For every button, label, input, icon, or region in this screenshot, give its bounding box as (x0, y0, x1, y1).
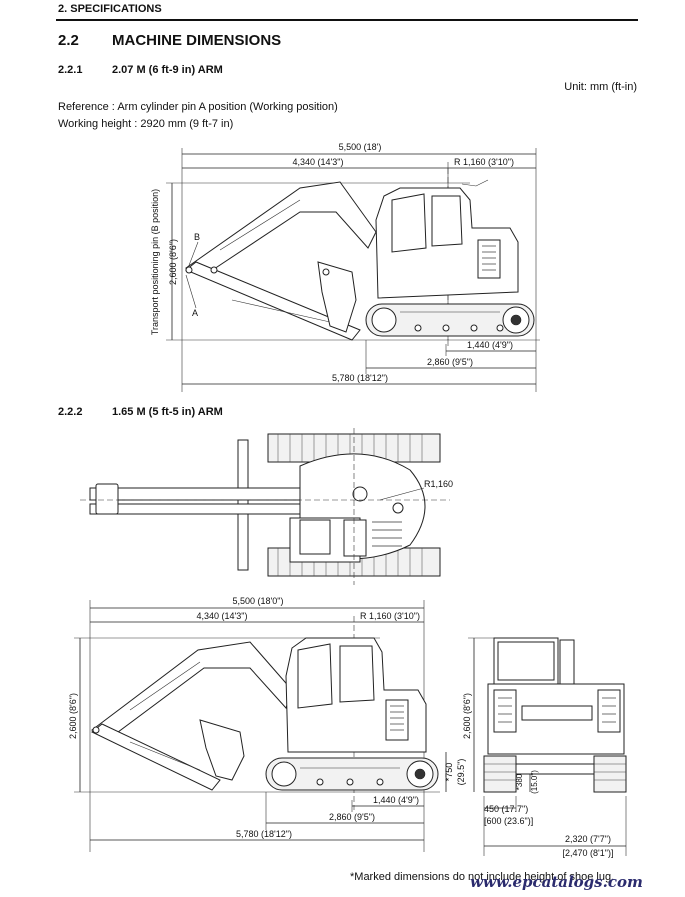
dim-front-length: 4,340 (14'3") (293, 157, 344, 167)
watermark: www.epcatalogs.com (470, 873, 643, 891)
header-rule (56, 19, 638, 21)
top-view-diagram: R1,160 (80, 428, 453, 585)
dim2-ground-clear-ft: (29.5") (456, 759, 466, 786)
dim2-ground-clear: *750 (444, 763, 454, 782)
working-height-text: Working height : 2920 mm (9 ft-7 in) (58, 118, 234, 130)
side-view-diagram-1: 5,500 (18') 4,340 (14'3") R 1,160 (3'10"… (150, 142, 540, 392)
dim-total-length: 5,500 (18') (339, 142, 382, 152)
dim2-front-height: 2,600 (8'6") (462, 693, 472, 739)
dim-tumbler: 1,440 (4'9") (467, 340, 513, 350)
track-2 (265, 757, 439, 791)
subsection-2-number: 2.2.2 (58, 406, 83, 418)
pin-label: Transport positioning pin (B position) (150, 189, 160, 335)
subsection-1-number: 2.2.1 (58, 64, 83, 76)
dim2-tumbler: 1,440 (4'9") (373, 795, 419, 805)
upper-structure-2 (285, 637, 427, 753)
subsection-2-title: 1.65 M (5 ft-5 in) ARM (112, 406, 223, 418)
dim-tail-radius: R 1,160 (3'10") (454, 157, 514, 167)
dim2-side-height: 2,600 (8'6") (68, 693, 78, 739)
section-header: 2. SPECIFICATIONS (58, 3, 162, 15)
dim2-track-width-alt: [2,470 (8'1")] (563, 848, 614, 858)
pin-a-label: A (192, 308, 198, 318)
dim2-track-width: 2,320 (7'7") (565, 834, 611, 844)
section-number: 2.2 (58, 32, 79, 49)
dim2-tail-radius: R 1,160 (3'10") (360, 611, 420, 621)
dim2-lug-ft: (15.0") (530, 770, 539, 794)
boom-arm-1 (184, 181, 377, 341)
boom-arm-2 (91, 641, 293, 791)
unit-label: Unit: mm (ft-in) (564, 81, 637, 93)
dim2-crawler: 2,860 (9'5") (329, 812, 375, 822)
subsection-1-title: 2.07 M (6 ft-9 in) ARM (112, 64, 223, 76)
top-view-radius: R1,160 (424, 479, 453, 489)
footnote: *Marked dimensions do not include height… (350, 871, 615, 883)
dim-overall: 5,780 (18'12") (332, 373, 388, 383)
front-view (483, 637, 627, 793)
dim2-shoe-width: 450 (17.7") (484, 804, 528, 814)
dim2-shoe-width-alt: [600 (23.6")] (484, 816, 533, 826)
dim2-total-length: 5,500 (18'0") (233, 596, 284, 606)
dim2-lug: *380 (515, 773, 524, 790)
section-title: MACHINE DIMENSIONS (112, 32, 282, 49)
dim-side-height: 2,600 (8'6") (168, 239, 178, 285)
reference-text: Reference : Arm cylinder pin A position … (58, 101, 338, 113)
track-1 (365, 303, 535, 337)
dim-crawler: 2,860 (9'5") (427, 357, 473, 367)
upper-structure-1 (375, 179, 519, 299)
dim2-front-length: 4,340 (14'3") (197, 611, 248, 621)
pin-b-label: B (194, 232, 200, 242)
dim2-overall: 5,780 (18'12") (236, 829, 292, 839)
